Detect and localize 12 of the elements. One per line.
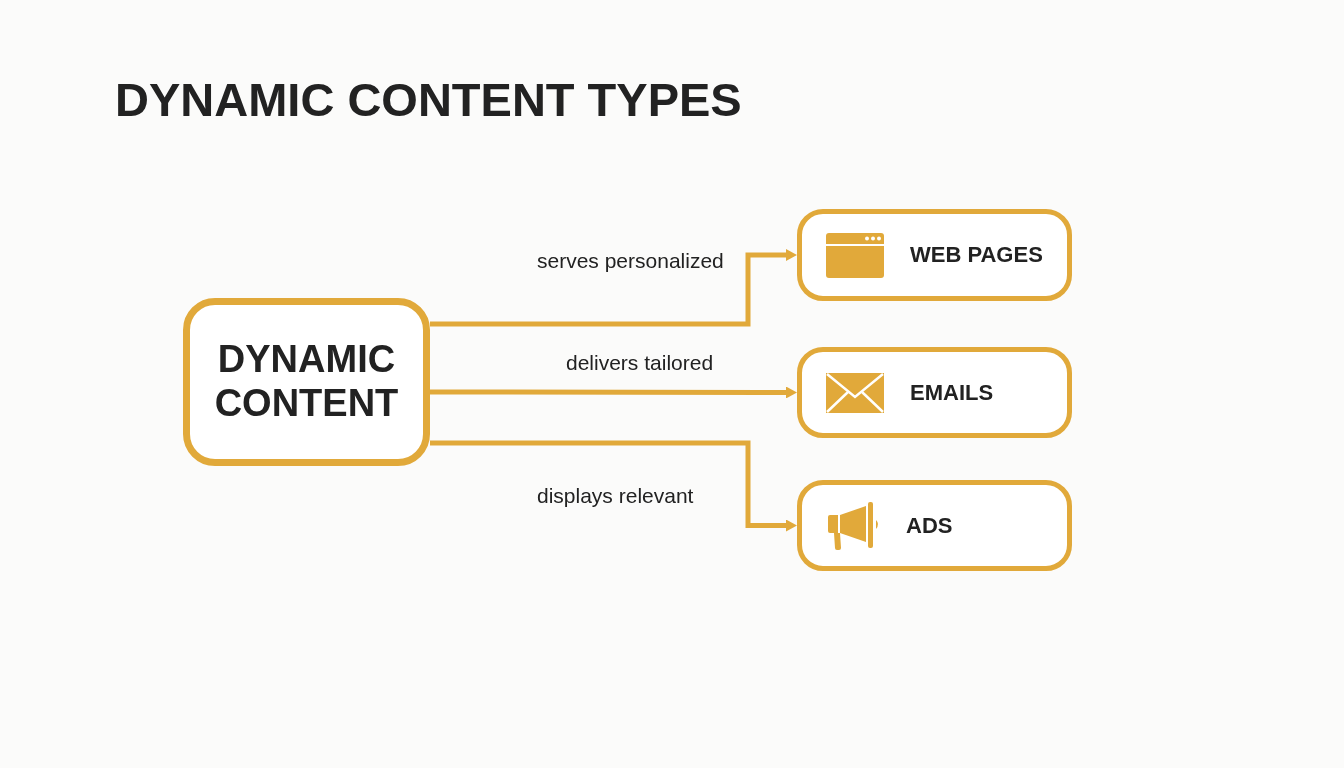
arrow xyxy=(430,386,797,399)
process-box xyxy=(183,298,430,466)
content-type-box xyxy=(797,347,1072,438)
content-type-box xyxy=(797,480,1072,571)
arrow xyxy=(430,249,797,327)
node-label: EMAILS xyxy=(910,378,994,407)
node-label: WEB PAGES xyxy=(910,241,1043,269)
content-type-box xyxy=(797,209,1072,301)
arrow xyxy=(430,440,797,532)
diagram-title: DYNAMIC CONTENT TYPES xyxy=(115,76,742,123)
node-label: ADS xyxy=(906,511,953,540)
node-label: DYNAMIC CONTENT xyxy=(213,338,400,426)
